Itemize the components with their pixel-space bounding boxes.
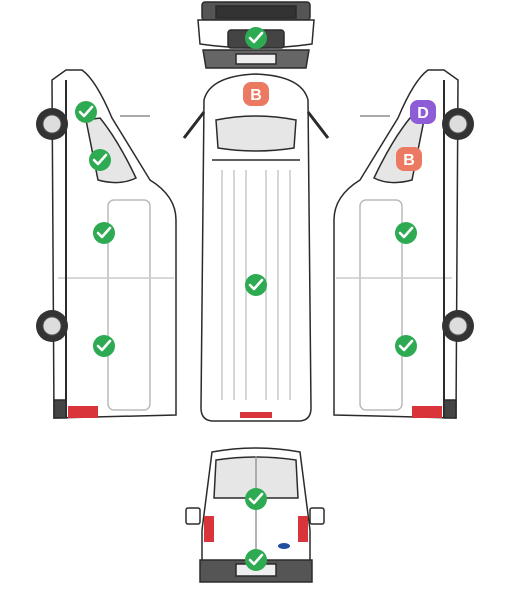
right-damage-badge-b[interactable]: B [396, 147, 422, 171]
left-front-wheel [36, 108, 68, 140]
top-check-marker[interactable] [245, 274, 267, 296]
badge-label-b: B [403, 152, 415, 169]
right-side-view [333, 69, 459, 419]
top-view [182, 73, 330, 422]
left-check-marker[interactable] [89, 149, 111, 171]
right-damage-badge-d[interactable]: D [410, 100, 436, 124]
right-check-marker[interactable] [395, 222, 417, 244]
top-damage-badge-b[interactable]: B [243, 82, 269, 106]
right-check-marker[interactable] [395, 335, 417, 357]
left-check-marker[interactable] [93, 335, 115, 357]
left-check-marker[interactable] [93, 222, 115, 244]
rear-check-marker[interactable] [245, 549, 267, 571]
left-rear-wheel [36, 310, 68, 342]
badge-label-d: D [417, 105, 429, 122]
right-front-wheel [442, 108, 474, 140]
front-check-marker[interactable] [245, 27, 267, 49]
rear-check-marker[interactable] [245, 488, 267, 510]
left-side-view [51, 69, 177, 419]
badge-label-b: B [250, 87, 262, 104]
left-check-marker[interactable] [75, 101, 97, 123]
right-rear-wheel [442, 310, 474, 342]
